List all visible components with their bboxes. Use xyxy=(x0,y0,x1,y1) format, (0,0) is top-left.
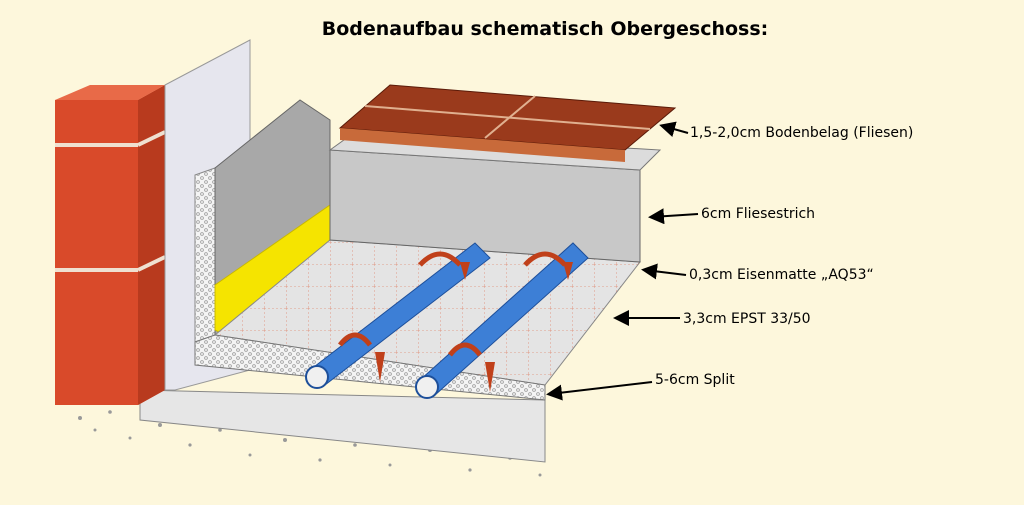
pipe-clip xyxy=(563,262,573,280)
heating-pipe xyxy=(305,242,491,389)
callout-arrow-mesh xyxy=(641,263,687,280)
split-layer xyxy=(194,334,546,401)
label-split: 5-6cm Split xyxy=(655,372,735,388)
callout-arrow-split xyxy=(546,381,653,401)
pipe-clip xyxy=(485,362,495,392)
pipe-clip xyxy=(375,352,385,382)
diagram-title: Bodenaufbau schematisch Obergeschoss: xyxy=(321,18,769,40)
callout-arrow-screed xyxy=(648,208,699,225)
heating-pipe xyxy=(415,242,589,399)
edge-insulation xyxy=(194,167,216,343)
brick-wall xyxy=(55,85,166,405)
pipe-clip xyxy=(460,262,470,280)
pipe-clip xyxy=(338,251,567,357)
label-floor-covering: 1,5-2,0cm Bodenbelag (Fliesen) xyxy=(690,125,914,141)
callout-arrow-tiles xyxy=(659,121,689,137)
label-screed: 6cm Fliesestrich xyxy=(701,206,816,222)
label-reinforcement-mesh: 0,3cm Eisenmatte „AQ53“ xyxy=(689,267,874,283)
floor-tiles xyxy=(338,84,677,162)
concrete-slab xyxy=(139,389,546,463)
label-insulation: 3,3cm EPST 33/50 xyxy=(683,311,811,327)
